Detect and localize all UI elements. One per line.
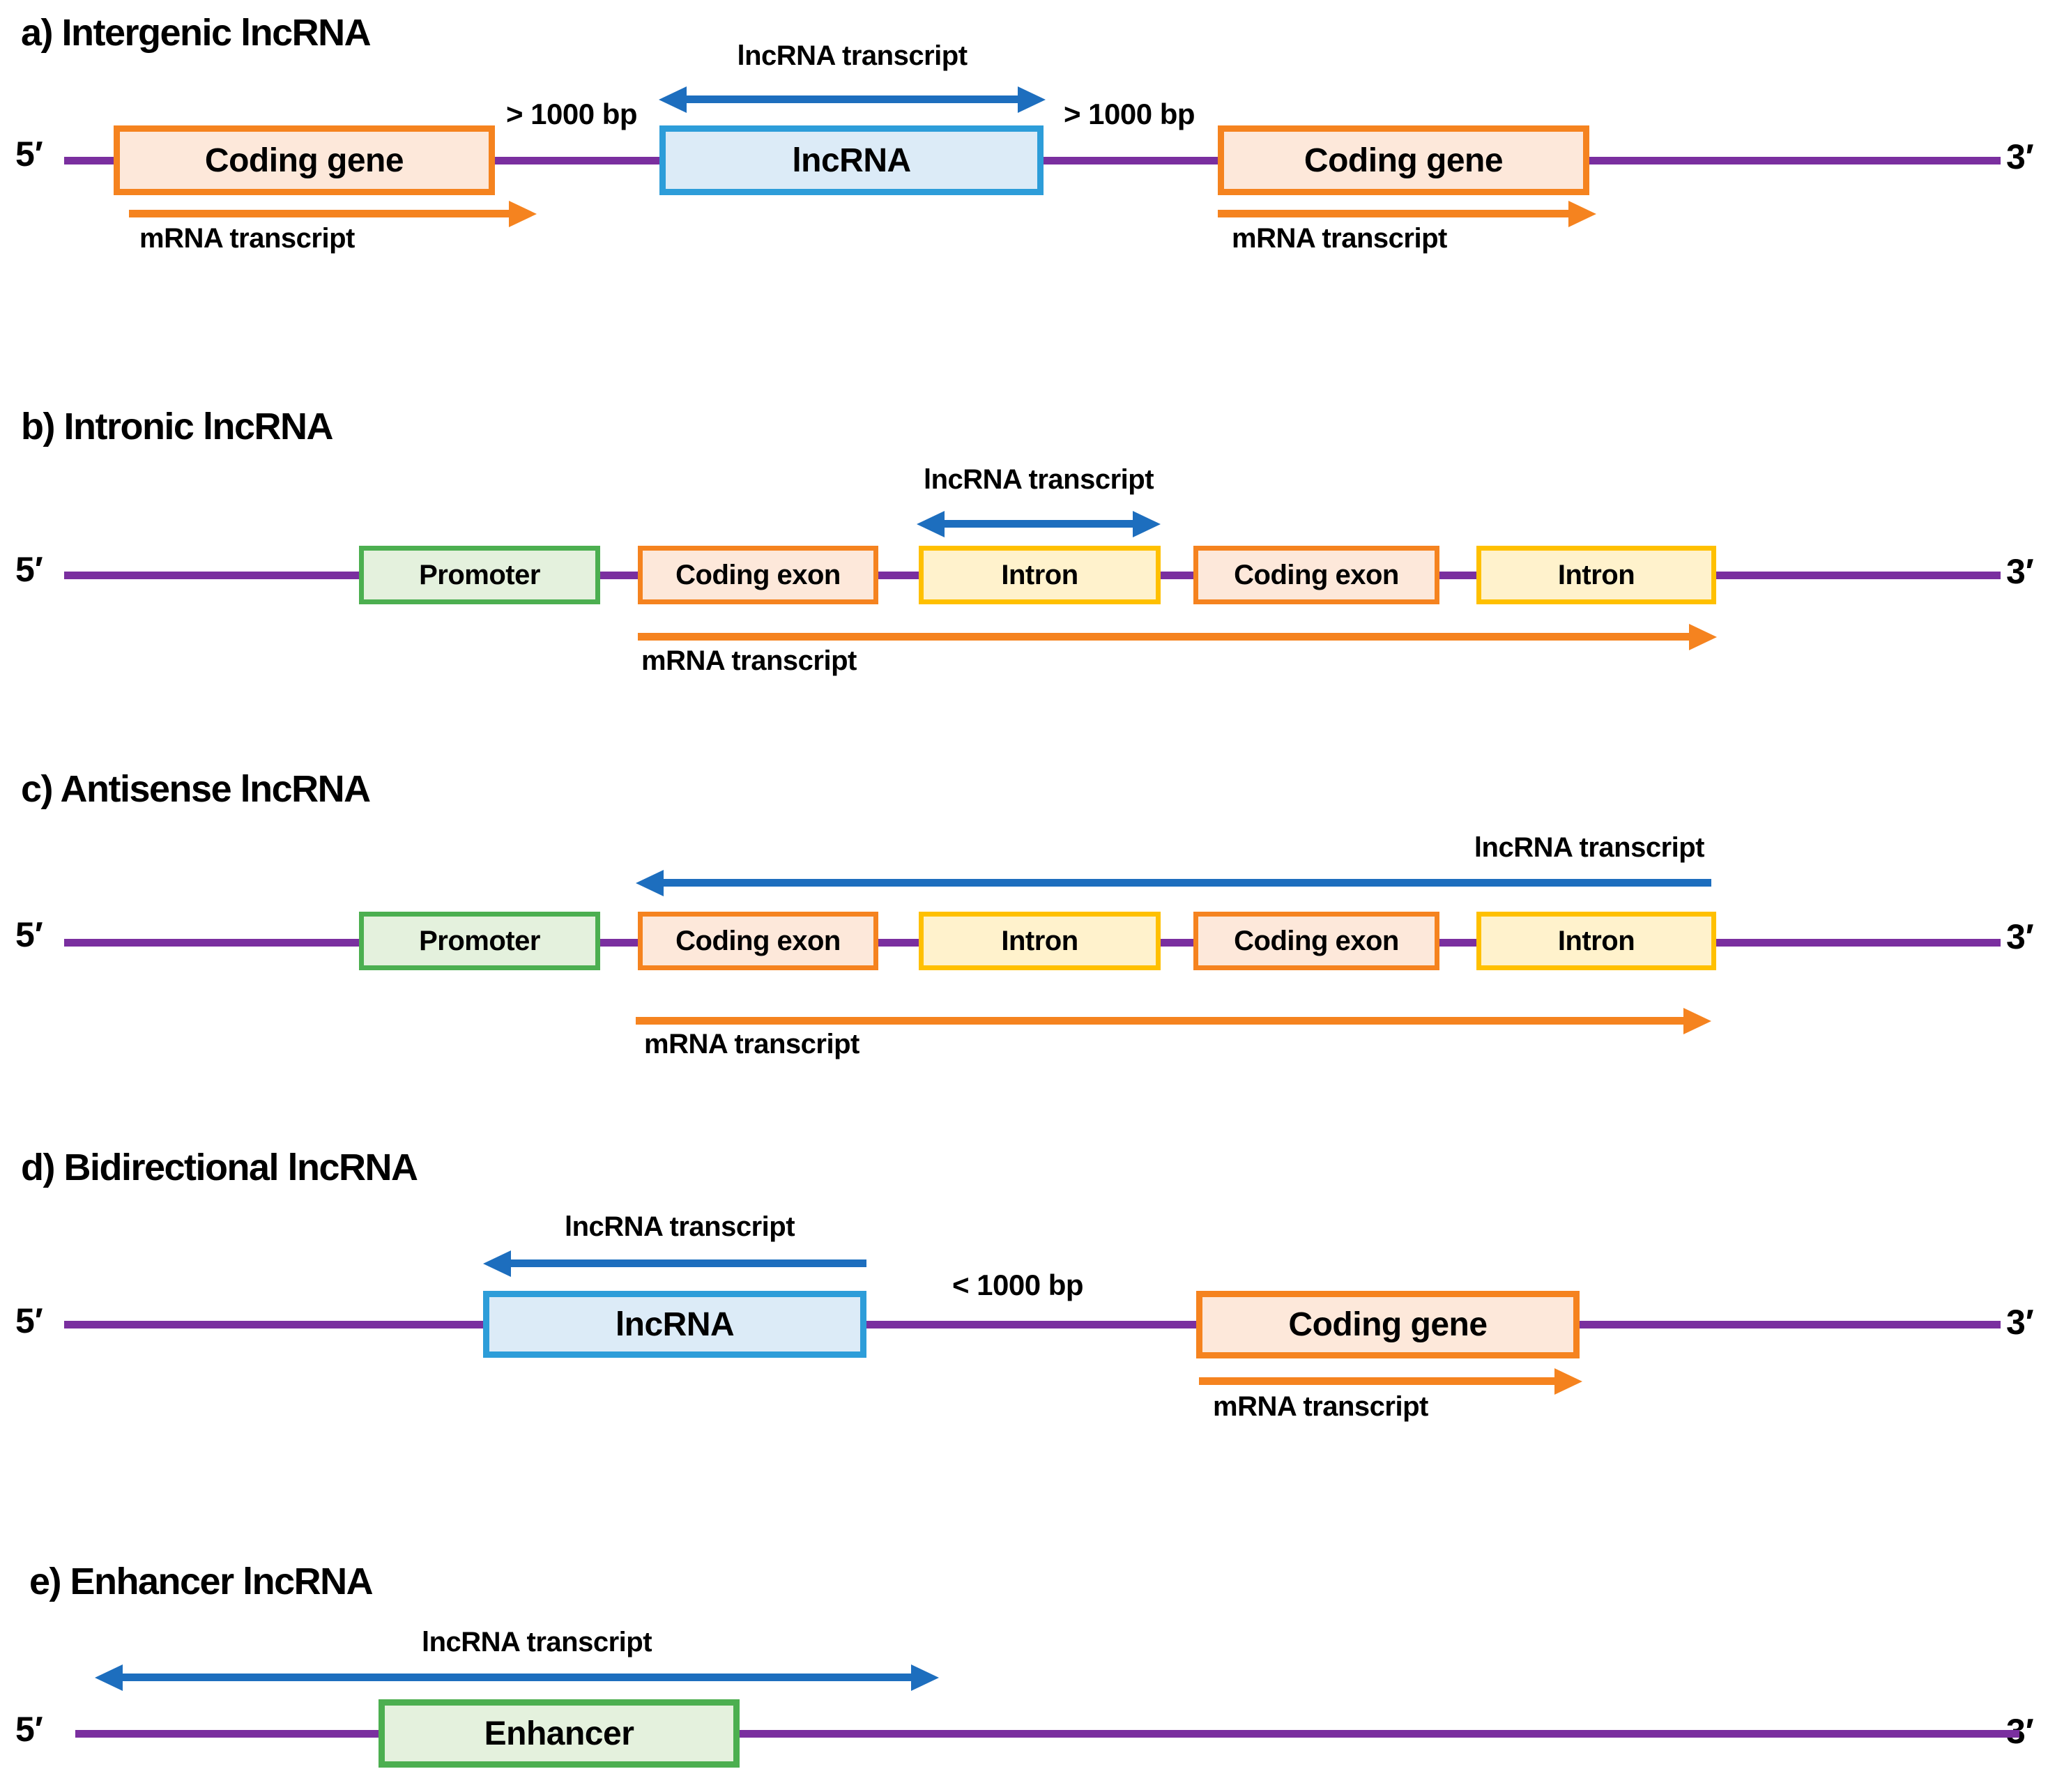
panel-e-five-prime-label: 5′ (15, 1710, 43, 1749)
panel-d-mrna-arrow (1199, 1368, 1582, 1395)
arrowhead-right-icon (1133, 511, 1161, 537)
arrow-shaft (1218, 210, 1573, 217)
panel-a-mrna-arrow-right (1218, 201, 1596, 227)
panel-a-coding-gene-left-box: Coding gene (114, 125, 495, 195)
panel-d-coding-gene-box: Coding gene (1196, 1291, 1580, 1358)
panel-d-lncrna-transcript-label: lncRNA transcript (564, 1211, 795, 1242)
arrowhead-right-icon (1568, 201, 1596, 227)
panel-c-intron-1-box: Intron (919, 912, 1161, 970)
arrowhead-left-icon (95, 1664, 123, 1691)
panel-a-five-prime-label: 5′ (15, 135, 43, 174)
arrowhead-right-icon (1554, 1368, 1582, 1395)
panel-a-lncrna-box: lncRNA (659, 125, 1044, 195)
panel-e-dna-line (75, 1730, 2019, 1738)
arrowhead-right-icon (1689, 624, 1717, 650)
panel-e-lncrna-transcript-arrow (95, 1664, 939, 1691)
panel-b-three-prime-label: 3′ (2006, 552, 2034, 591)
panel-a-mrna-label-right: mRNA transcript (1232, 223, 1447, 254)
arrowhead-right-icon (1018, 86, 1046, 113)
panel-c-five-prime-label: 5′ (15, 915, 43, 954)
panel-c-promoter-box: Promoter (359, 912, 600, 970)
coding-gene-label: Coding gene (204, 141, 404, 179)
panel-b-lncrna-transcript-arrow (917, 511, 1161, 537)
arrow-shaft (507, 1259, 866, 1267)
panel-a-distance-right: > 1000 bp (1063, 98, 1195, 130)
coding-exon-label: Coding exon (1234, 559, 1399, 590)
panel-d-lncrna-transcript-arrow (483, 1250, 866, 1277)
arrow-shaft (129, 210, 513, 217)
panel-d-mrna-label: mRNA transcript (1213, 1391, 1428, 1422)
panel-b-title: b) Intronic lncRNA (21, 406, 333, 447)
panel-d-dna-line (64, 1321, 2001, 1328)
arrow-shaft (638, 633, 1693, 641)
promoter-label: Promoter (419, 559, 540, 590)
arrow-shaft (940, 520, 1137, 528)
panel-d-lncrna-box: lncRNA (483, 1291, 866, 1358)
panel-c-three-prime-label: 3′ (2006, 917, 2034, 956)
panel-c-mrna-label: mRNA transcript (644, 1029, 859, 1059)
intron-label: Intron (1557, 559, 1635, 590)
panel-d-title: d) Bidirectional lncRNA (21, 1147, 418, 1188)
arrowhead-right-icon (509, 201, 537, 227)
lncrna-label: lncRNA (792, 141, 911, 179)
lncrna-label: lncRNA (615, 1305, 735, 1343)
arrowhead-left-icon (917, 511, 945, 537)
promoter-label: Promoter (419, 925, 540, 956)
panel-c-title: c) Antisense lncRNA (21, 768, 371, 810)
panel-a-title: a) Intergenic lncRNA (21, 12, 372, 54)
arrow-shaft (1199, 1377, 1559, 1385)
panel-a-three-prime-label: 3′ (2006, 137, 2034, 176)
panel-b-mrna-label: mRNA transcript (641, 645, 857, 676)
panel-b-intron-1-box: Intron (919, 546, 1161, 604)
panel-a-coding-gene-right-box: Coding gene (1218, 125, 1589, 195)
arrow-shaft (119, 1674, 915, 1681)
panel-b-five-prime-label: 5′ (15, 550, 43, 589)
arrowhead-left-icon (659, 86, 687, 113)
panel-d-three-prime-label: 3′ (2006, 1303, 2034, 1342)
coding-gene-label: Coding gene (1288, 1306, 1488, 1343)
arrowhead-left-icon (636, 870, 664, 896)
intron-label: Intron (1001, 925, 1078, 956)
panel-b-lncrna-transcript-label: lncRNA transcript (923, 464, 1154, 495)
panel-c-lncrna-transcript-label: lncRNA transcript (1474, 832, 1705, 863)
arrow-shaft (636, 1017, 1688, 1025)
arrowhead-right-icon (1683, 1008, 1711, 1034)
intron-label: Intron (1001, 559, 1078, 590)
arrowhead-right-icon (911, 1664, 939, 1691)
coding-gene-label: Coding gene (1304, 141, 1504, 179)
panel-c-mrna-arrow (636, 1008, 1711, 1034)
panel-a-lncrna-transcript-arrow (659, 86, 1046, 113)
panel-c-intron-2-box: Intron (1476, 912, 1716, 970)
panel-b-intron-2-box: Intron (1476, 546, 1716, 604)
panel-a-distance-left: > 1000 bp (505, 98, 638, 130)
panel-c-coding-exon-1-box: Coding exon (638, 912, 878, 970)
coding-exon-label: Coding exon (1234, 925, 1399, 956)
intron-label: Intron (1557, 925, 1635, 956)
panel-e-enhancer-box: Enhancer (379, 1699, 740, 1768)
coding-exon-label: Coding exon (675, 559, 841, 590)
arrowhead-left-icon (483, 1250, 511, 1277)
panel-e-title: e) Enhancer lncRNA (29, 1561, 374, 1602)
panel-b-coding-exon-1-box: Coding exon (638, 546, 878, 604)
coding-exon-label: Coding exon (675, 925, 841, 956)
panel-a-lncrna-transcript-label: lncRNA transcript (737, 40, 968, 71)
panel-d-five-prime-label: 5′ (15, 1301, 43, 1340)
panel-c-coding-exon-2-box: Coding exon (1193, 912, 1439, 970)
panel-c-lncrna-transcript-arrow (636, 870, 1711, 896)
panel-e-lncrna-transcript-label: lncRNA transcript (421, 1627, 652, 1657)
panel-b-promoter-box: Promoter (359, 546, 600, 604)
panel-b-coding-exon-2-box: Coding exon (1193, 546, 1439, 604)
enhancer-label: Enhancer (484, 1715, 634, 1752)
arrow-shaft (659, 879, 1711, 887)
panel-a-mrna-arrow-left (129, 201, 537, 227)
arrow-shaft (682, 95, 1022, 103)
panel-b-mrna-arrow (638, 624, 1717, 650)
panel-a-mrna-label-left: mRNA transcript (139, 223, 355, 254)
panel-d-distance-label: < 1000 bp (952, 1269, 1084, 1301)
